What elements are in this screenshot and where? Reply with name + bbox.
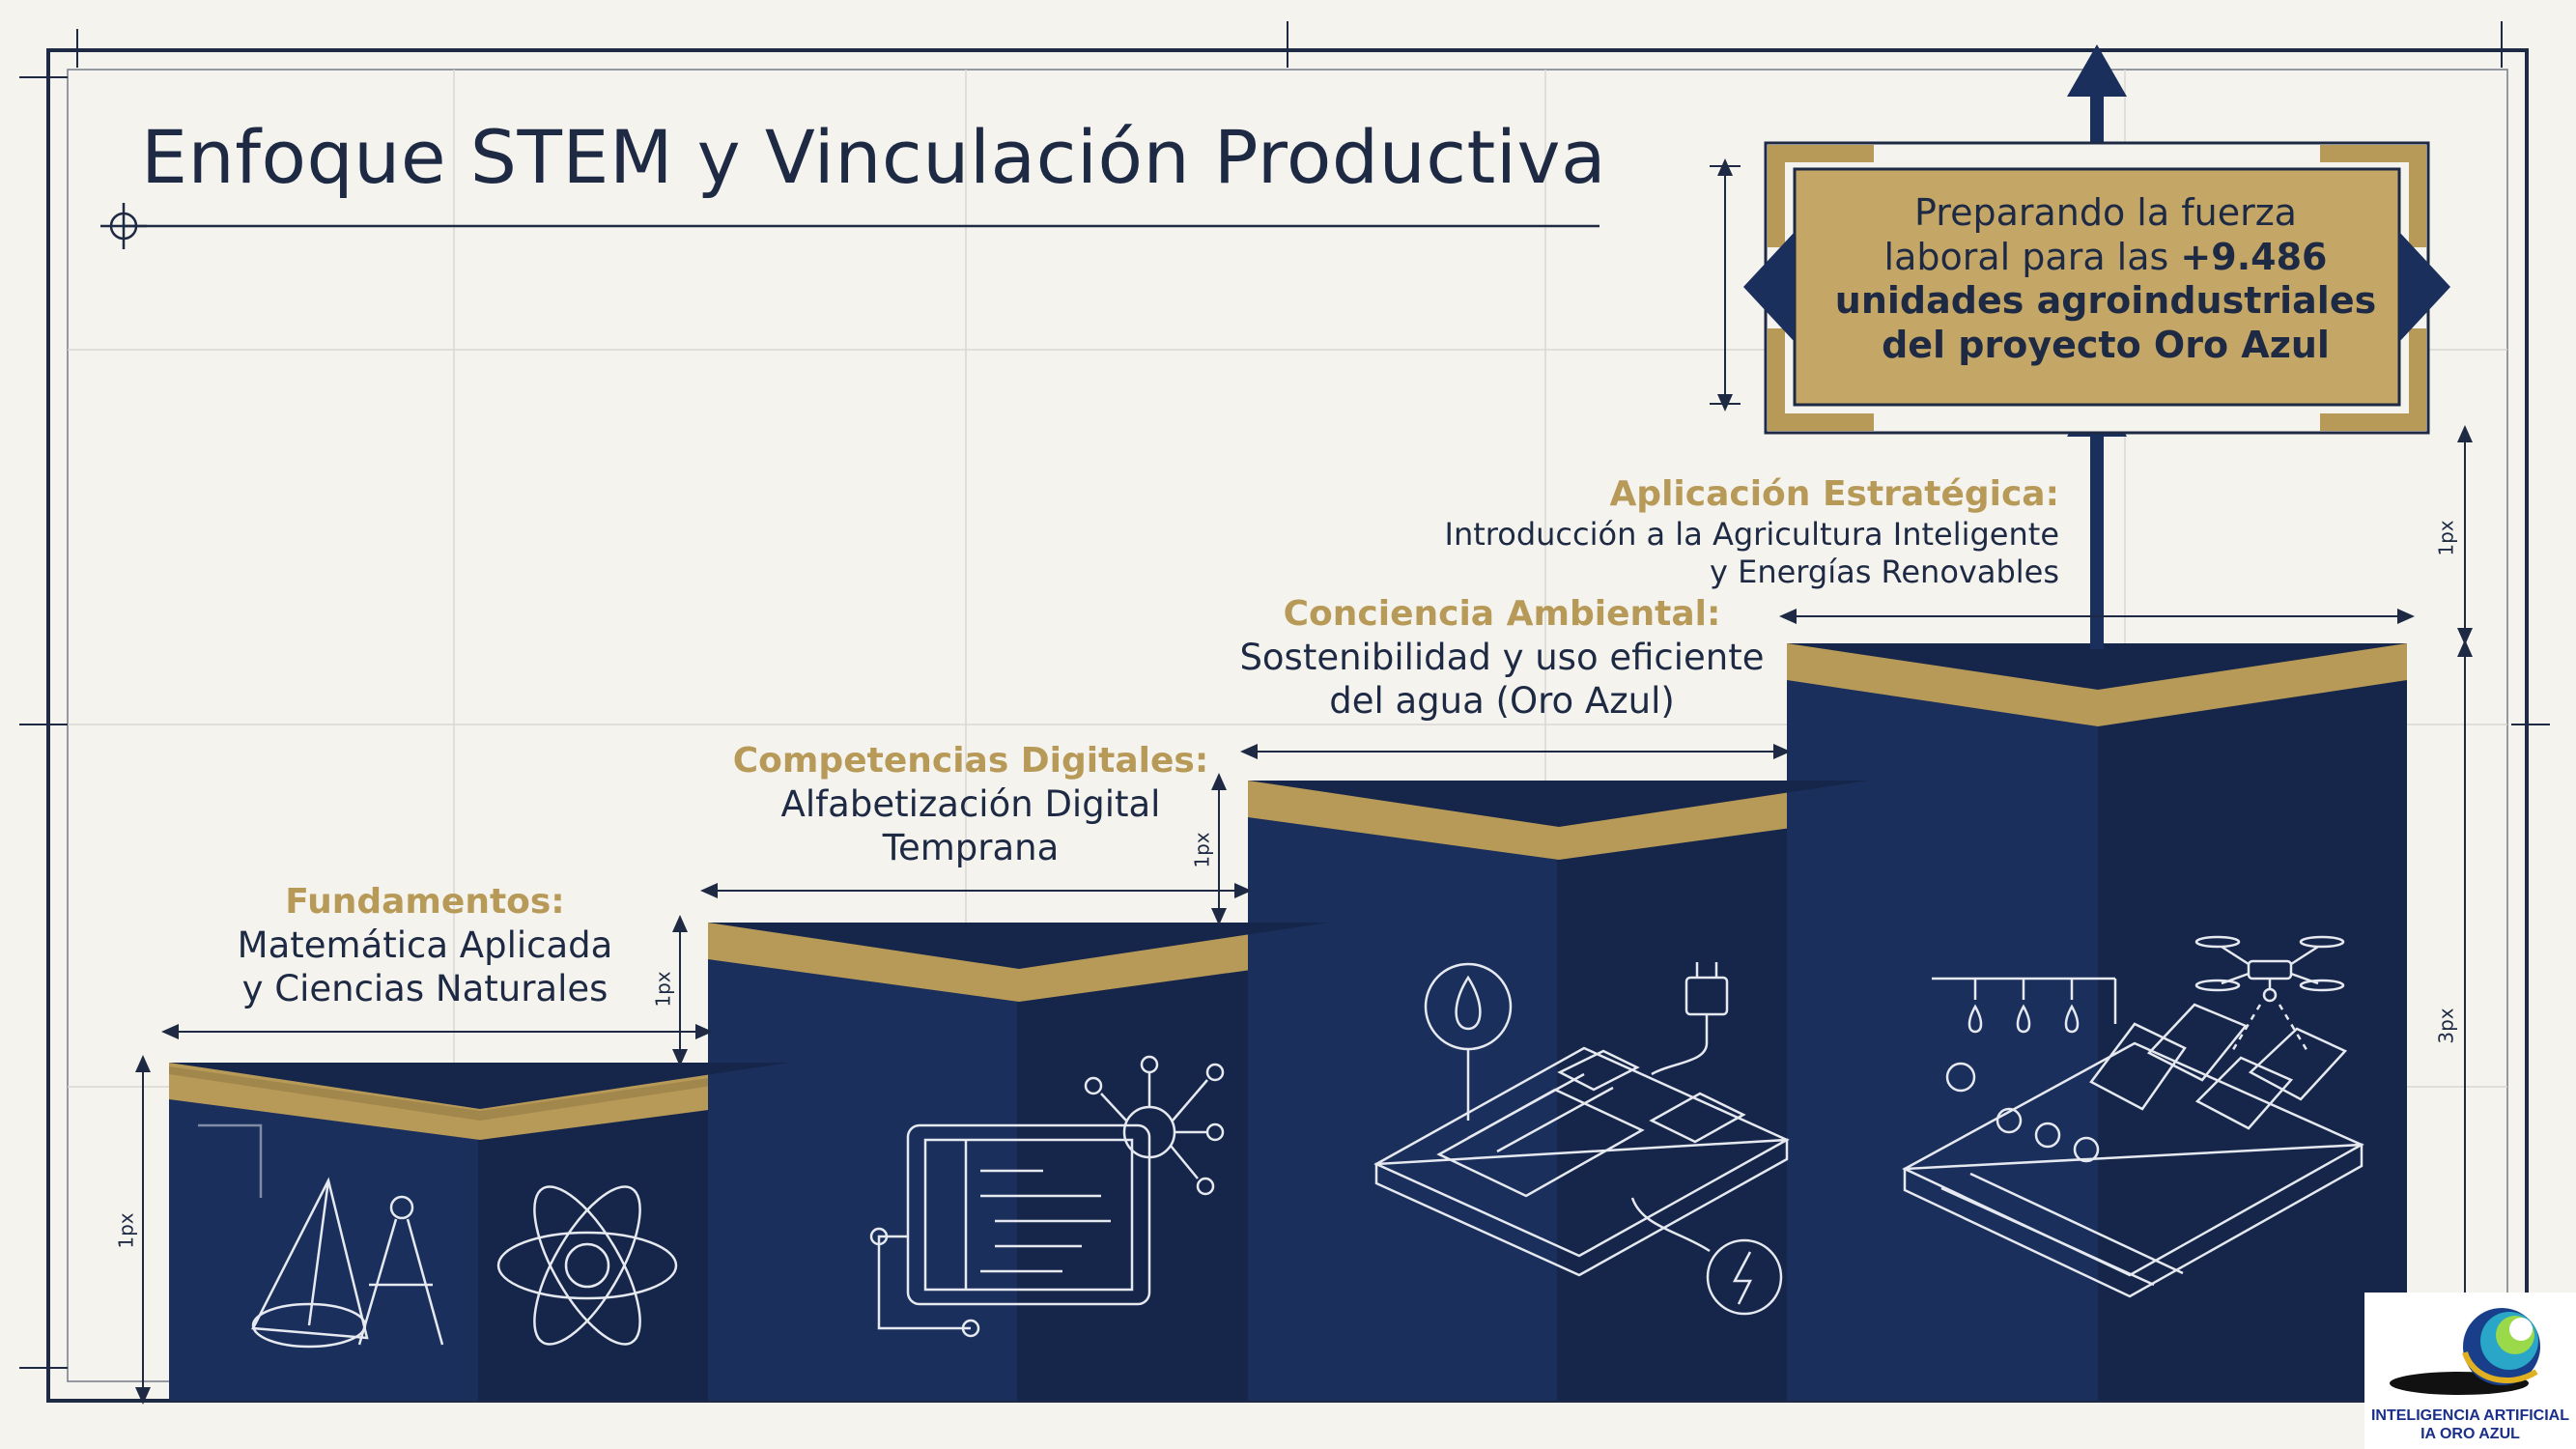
- step-heading: Conciencia Ambiental:: [1283, 594, 1721, 634]
- irrigation-icon: [1932, 977, 2117, 1034]
- banner-line: Preparando la fuerza: [1914, 191, 2297, 234]
- step-label-4: Aplicación Estratégica: Introducción a l…: [1430, 473, 2059, 591]
- step-description-line: Sostenibilidad y uso eficiente: [1239, 636, 1765, 678]
- dimension-label: 1px: [114, 1212, 138, 1249]
- dimension-lines: [135, 158, 2473, 1405]
- banner-line: unidades agroindustriales: [1834, 279, 2377, 323]
- drone-icon: [2194, 935, 2345, 1054]
- goal-banner: [1743, 141, 2450, 435]
- step-label-2: Competencias Digitales: Alfabetización D…: [715, 740, 1227, 869]
- logo-line: INTELIGENCIA ARTIFICIAL: [2370, 1407, 2570, 1425]
- brand-logo: INTELIGENCIA ARTIFICIAL IA ORO AZUL: [2364, 1293, 2576, 1449]
- dimension-label: 1px: [2434, 520, 2458, 556]
- step-description-line: y Energías Renovables: [1710, 553, 2059, 590]
- banner-line: laboral para las: [1883, 235, 2181, 278]
- step-description-line: Introducción a la Agricultura Inteligent…: [1444, 515, 2059, 553]
- geometry-compass-icon: [198, 1123, 444, 1349]
- solar-module-icon: [1373, 1046, 1790, 1277]
- step-label-1: Fundamentos: Matemática Aplicada y Cienc…: [193, 881, 657, 1010]
- step-heading: Competencias Digitales:: [732, 741, 1209, 781]
- step-heading: Fundamentos:: [285, 882, 565, 922]
- step-description-line: Matemática Aplicada: [237, 923, 613, 966]
- step-description-line: del agua (Oro Azul): [1329, 680, 1675, 723]
- logo-mark-icon: [2390, 1308, 2540, 1395]
- dimension-label: 1px: [1190, 832, 1214, 868]
- atom-icon: [496, 1185, 678, 1346]
- step-label-3: Conciencia Ambiental: Sostenibilidad y u…: [1207, 593, 1797, 723]
- network-node-icon: [1084, 1055, 1225, 1196]
- step-block-4: [1787, 643, 2407, 1401]
- step-block-2: [708, 923, 1328, 1401]
- logo-line: IA ORO AZUL: [2420, 1425, 2520, 1442]
- step-block-1: [169, 1063, 789, 1401]
- title-rule: [100, 203, 1599, 249]
- banner-line: del proyecto Oro Azul: [1882, 323, 2330, 366]
- step-description-line: y Ciencias Naturales: [241, 968, 609, 1010]
- step-heading: Aplicación Estratégica:: [1609, 474, 2059, 514]
- page-title: Enfoque STEM y Vinculación Productiva: [141, 114, 1607, 200]
- banner-count: +9.486: [2180, 235, 2328, 278]
- water-drop-icon: [1424, 962, 1513, 1121]
- dimension-label: 3px: [2434, 1008, 2458, 1044]
- lightning-icon: [1706, 1238, 1783, 1316]
- step-description-line: Alfabetización Digital: [780, 782, 1161, 825]
- dimension-label: 1px: [651, 971, 675, 1008]
- step-description-line: Temprana: [882, 827, 1060, 869]
- solar-panels-icon: [1902, 1003, 2364, 1298]
- tablet-code-icon: [869, 1123, 1151, 1338]
- plug-icon: [1651, 962, 1729, 1076]
- goal-banner-text: Preparando la fuerza laboral para las +9…: [1797, 191, 2415, 367]
